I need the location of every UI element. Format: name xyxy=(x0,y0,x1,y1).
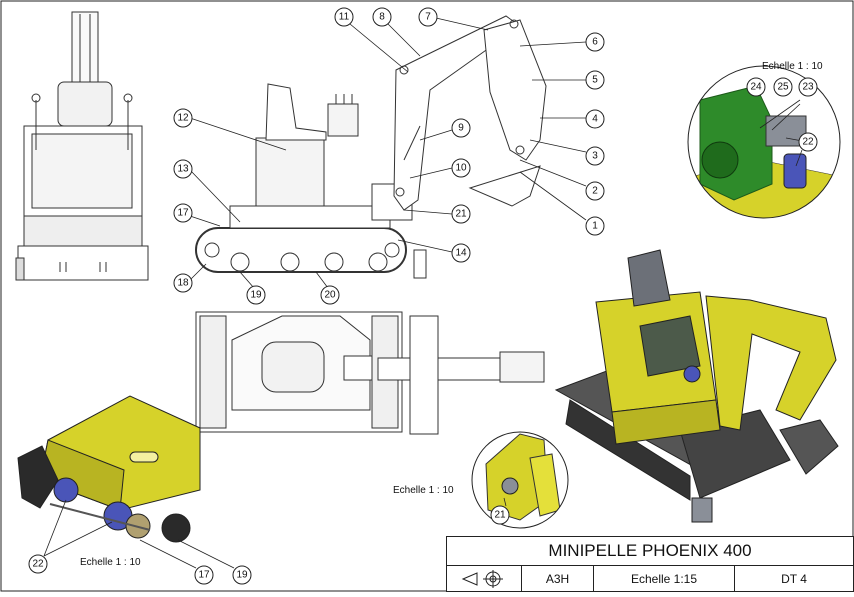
callout-5 xyxy=(585,70,605,90)
callout-14 xyxy=(451,243,471,263)
callout-3 xyxy=(585,146,605,166)
callout-23-label: 23 xyxy=(802,82,814,93)
callout-1-label: 1 xyxy=(592,221,598,232)
callout-21 xyxy=(451,204,471,224)
callout-3-label: 3 xyxy=(592,151,598,162)
scale-label-track: Echelle 1 : 10 xyxy=(80,557,141,568)
callout-19-detail xyxy=(232,565,252,585)
callout-24-label: 24 xyxy=(750,82,762,93)
callout-19 xyxy=(246,285,266,305)
callout-7-label: 7 xyxy=(425,12,431,23)
projection-symbol xyxy=(447,566,522,591)
callout-5-label: 5 xyxy=(592,75,598,86)
callout-9-label: 9 xyxy=(458,123,464,134)
callout-21-detail xyxy=(490,505,510,525)
callout-9 xyxy=(451,118,471,138)
callout-12 xyxy=(173,108,193,128)
callout-21-label: 21 xyxy=(455,209,467,220)
callout-21-detail-label: 21 xyxy=(494,510,506,521)
callout-numbers: 1 2 3 4 5 6 7 8 9 10 11 12 13 14 17 18 1… xyxy=(32,12,814,581)
callout-20 xyxy=(320,285,340,305)
callout-7 xyxy=(418,7,438,27)
detail-engine xyxy=(687,65,841,219)
callout-11-label: 11 xyxy=(339,12,350,23)
detail-track-drive xyxy=(17,395,201,543)
callout-22-detail xyxy=(28,554,48,574)
callout-1 xyxy=(585,216,605,236)
callout-14-label: 14 xyxy=(455,248,467,259)
callout-17-label: 17 xyxy=(177,208,189,219)
callout-18 xyxy=(173,273,193,293)
callout-4-label: 4 xyxy=(592,114,598,125)
callout-8 xyxy=(372,7,392,27)
leader-lines xyxy=(43,17,809,569)
callout-11 xyxy=(334,7,354,27)
callout-13 xyxy=(173,159,193,179)
callout-17-detail-label: 17 xyxy=(198,570,210,581)
callout-10 xyxy=(451,158,471,178)
callout-4 xyxy=(585,109,605,129)
callout-19-label: 19 xyxy=(250,290,262,301)
sheet-id: DT 4 xyxy=(781,571,807,586)
front-view xyxy=(15,11,149,281)
title-block: MINIPELLE PHOENIX 400 A3H Echelle 1:15 D… xyxy=(446,536,854,592)
callout-23 xyxy=(798,77,818,97)
callout-13-label: 13 xyxy=(177,164,189,175)
callout-2-label: 2 xyxy=(592,186,598,197)
third-angle-projection-icon xyxy=(461,569,503,588)
callout-22-label: 22 xyxy=(802,137,814,148)
detail-bracket xyxy=(471,431,569,529)
callout-25-label: 25 xyxy=(777,82,789,93)
callout-22-detail-label: 22 xyxy=(32,559,44,570)
callout-24 xyxy=(746,77,766,97)
callout-6 xyxy=(585,32,605,52)
callout-12-label: 12 xyxy=(177,113,189,124)
callout-17 xyxy=(173,203,193,223)
iso-view-excavator xyxy=(554,249,839,523)
scale-label-bracket: Echelle 1 : 10 xyxy=(393,485,454,496)
top-view xyxy=(195,311,545,435)
side-view xyxy=(195,15,547,279)
callout-20-label: 20 xyxy=(324,290,336,301)
scale-label-engine: Echelle 1 : 10 xyxy=(762,61,823,72)
callout-8-label: 8 xyxy=(379,12,385,23)
callout-balloons xyxy=(28,7,818,585)
callout-17-detail xyxy=(194,565,214,585)
sheet-format: A3H xyxy=(522,566,594,591)
drawing-title: MINIPELLE PHOENIX 400 xyxy=(447,537,853,566)
callout-18-label: 18 xyxy=(177,278,189,289)
callout-25 xyxy=(773,77,793,97)
callout-2 xyxy=(585,181,605,201)
drawing-scale: Echelle 1:15 xyxy=(594,566,735,591)
callout-6-label: 6 xyxy=(592,37,598,48)
callout-19-detail-label: 19 xyxy=(236,570,248,581)
callout-10-label: 10 xyxy=(455,163,467,174)
callout-22 xyxy=(798,132,818,152)
